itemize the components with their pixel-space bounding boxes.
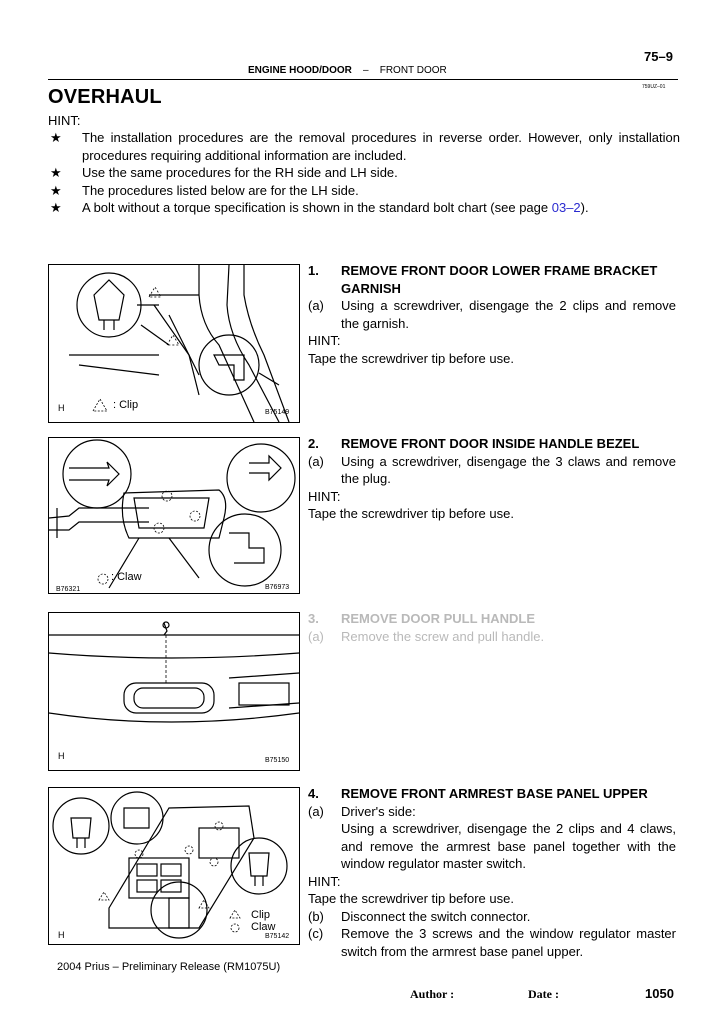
claw-legend-label: Claw	[251, 921, 276, 933]
armrest-illustration	[52, 791, 288, 939]
page-reference: 75–9	[644, 49, 673, 64]
step-number: 4.	[308, 786, 319, 801]
figure-id: B75149	[265, 409, 290, 416]
clip-legend-icon	[229, 909, 241, 919]
step-2: 2. REMOVE FRONT DOOR INSIDE HANDLE BEZEL…	[308, 435, 676, 523]
step-hint-text: Tape the screwdriver tip before use.	[308, 350, 514, 366]
substep-text: Remove the 3 screws and the window regul…	[341, 926, 676, 959]
hint-bullet: ★ Use the same procedures for the RH sid…	[50, 164, 680, 182]
header-rule	[48, 79, 678, 80]
hint-bullet: ★ The installation procedures are the re…	[50, 129, 680, 164]
hint-label: HINT:	[48, 113, 81, 128]
star-icon: ★	[50, 182, 62, 198]
garnish-illustration	[69, 265, 290, 422]
figure-tag: H	[58, 403, 65, 413]
substep-letter: (a)	[308, 298, 324, 313]
step-heading: 2. REMOVE FRONT DOOR INSIDE HANDLE BEZEL	[308, 435, 676, 453]
step-hint-label: HINT:	[308, 333, 341, 348]
pull-handle-illustration	[49, 621, 299, 723]
step-heading: 4. REMOVE FRONT ARMREST BASE PANEL UPPER	[308, 785, 676, 803]
clip-legend-label: Clip	[251, 909, 270, 921]
step-title: REMOVE FRONT ARMREST BASE PANEL UPPER	[341, 786, 648, 801]
step-number: 2.	[308, 436, 319, 451]
figure-id: B75150	[265, 757, 290, 764]
page-title: OVERHAUL	[48, 86, 162, 108]
bullet-text: Use the same procedures for the RH side …	[82, 165, 398, 180]
step-hint-label: HINT:	[308, 873, 341, 889]
bullet-text: The procedures listed below are for the …	[82, 182, 359, 198]
substep-letter: (b)	[308, 908, 324, 924]
substep-letter: (c)	[308, 926, 324, 941]
section-title: ENGINE HOOD/DOOR – FRONT DOOR	[248, 65, 447, 76]
substep-text: Using a screwdriver, disengage the 2 cli…	[341, 298, 676, 331]
page-number: 1050	[645, 986, 674, 1001]
step-number: 1.	[308, 263, 319, 278]
step-3: 3. REMOVE DOOR PULL HANDLE (a) Remove th…	[308, 610, 676, 645]
clip-legend-label: : Clip	[113, 399, 139, 411]
substep-title: Driver's side:	[341, 803, 416, 819]
substep-text: Using a screwdriver, disengage the 2 cli…	[341, 821, 676, 871]
bullet-text-before: A bolt without a torque specification is…	[82, 200, 552, 215]
step-heading: 1. REMOVE FRONT DOOR LOWER FRAME BRACKET…	[308, 262, 676, 297]
step-hint-text: Tape the screwdriver tip before use.	[308, 891, 514, 906]
substep-text: Disconnect the switch connector.	[341, 908, 531, 924]
figure-id: B76973	[265, 584, 290, 591]
section-bold: ENGINE HOOD/DOOR	[248, 65, 352, 76]
step-substep: (b) Disconnect the switch connector.	[308, 908, 676, 926]
step-substep: (a) Using a screwdriver, disengage the 2…	[308, 297, 676, 332]
clip-legend-icon	[92, 398, 108, 412]
bullet-text: A bolt without a torque specification is…	[82, 199, 680, 217]
bullet-text-after: ).	[580, 200, 589, 215]
step-number: 3.	[308, 611, 319, 626]
star-icon: ★	[50, 165, 62, 180]
page-link-03-2[interactable]: 03–2	[551, 200, 581, 215]
step-substep: (c) Remove the 3 screws and the window r…	[308, 925, 676, 960]
star-icon: ★	[50, 130, 62, 145]
author-label: Author :	[410, 987, 455, 1001]
hint-bullet-list: ★ The installation procedures are the re…	[50, 129, 680, 217]
step-hint-text: Tape the screwdriver tip before use.	[308, 506, 514, 521]
section-separator: –	[363, 65, 369, 76]
bullet-text: The installation procedures are the remo…	[82, 130, 680, 163]
hint-bullet: ★ The procedures listed below are for th…	[50, 182, 680, 200]
claw-legend-label: : Claw	[111, 571, 142, 583]
step-substep: (a) Using a screwdriver, disengage the 3…	[308, 453, 676, 488]
step-heading: 3. REMOVE DOOR PULL HANDLE	[308, 610, 676, 628]
release-note: 2004 Prius – Preliminary Release (RM1075…	[57, 961, 281, 973]
step-title: REMOVE DOOR PULL HANDLE	[341, 611, 536, 626]
step-substep: (a) Remove the screw and pull handle.	[308, 628, 676, 646]
step-substep-body: Using a screwdriver, disengage the 2 cli…	[308, 820, 676, 873]
figure-tag: H	[58, 751, 65, 761]
step-title: REMOVE FRONT DOOR INSIDE HANDLE BEZEL	[341, 436, 640, 451]
figure-handle-bezel: B76321 : Claw B76973	[48, 437, 300, 594]
figure-armrest-panel: H Clip Claw B75142	[48, 787, 300, 945]
step-hint-label: HINT:	[308, 488, 341, 504]
figure-id: B75142	[265, 933, 290, 940]
figure-pull-handle: H B75150	[48, 612, 300, 771]
figure-tag: B76321	[56, 586, 81, 593]
substep-letter: (a)	[308, 628, 324, 644]
step-title: REMOVE FRONT DOOR LOWER FRAME BRACKET GA…	[341, 263, 658, 296]
figure-garnish-clips: H : Clip B75149	[48, 264, 300, 423]
hint-bullet: ★ A bolt without a torque specification …	[50, 199, 680, 217]
star-icon: ★	[50, 200, 62, 215]
step-substep: (a) Driver's side:	[308, 803, 676, 821]
claw-legend-icon	[97, 573, 109, 585]
substep-letter: (a)	[308, 453, 324, 469]
substep-text: Using a screwdriver, disengage the 3 cla…	[341, 453, 676, 487]
figure-tag: H	[58, 930, 65, 940]
substep-letter: (a)	[308, 803, 324, 819]
section-sub: FRONT DOOR	[379, 65, 447, 76]
date-label: Date :	[528, 987, 559, 1001]
bezel-illustration	[49, 439, 296, 589]
step-1: 1. REMOVE FRONT DOOR LOWER FRAME BRACKET…	[308, 262, 676, 367]
step-4: 4. REMOVE FRONT ARMREST BASE PANEL UPPER…	[308, 785, 676, 960]
substep-text: Remove the screw and pull handle.	[341, 628, 545, 644]
document-code: 759UZ–01	[642, 84, 666, 90]
claw-legend-icon	[230, 923, 240, 933]
